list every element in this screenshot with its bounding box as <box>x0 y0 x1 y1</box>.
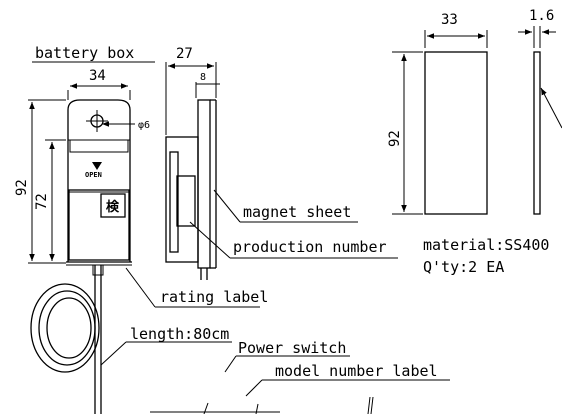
back-plate <box>197 99 211 269</box>
label-material: material:SS400 <box>423 236 549 254</box>
label-magnet-sheet: magnet sheet <box>243 203 351 221</box>
dim-box-width: 34 <box>89 68 106 84</box>
magnet-plate-front <box>424 51 488 215</box>
inspection-mark: 検 <box>106 199 120 215</box>
cable-coil <box>46 297 92 359</box>
battery-box-title: battery box <box>35 44 134 62</box>
box-outline <box>67 99 131 262</box>
dim-side-depth: 27 <box>176 46 193 62</box>
label-power-switch: Power switch <box>238 339 346 357</box>
side-recess <box>169 151 179 253</box>
box-body-side <box>165 136 199 263</box>
dim-box-height-total: 92 <box>14 179 30 196</box>
plate-leader <box>540 87 562 129</box>
next-part-fragment <box>367 396 374 414</box>
magnet-plate-view: 33 92 1.6 material:SS400 Q'ty:2 EA <box>387 8 562 276</box>
label-length: length:80cm <box>130 325 229 343</box>
cable-bushing <box>92 264 104 276</box>
battery-box-side-view: 27 8 <box>165 46 220 280</box>
callouts: magnet sheet production number rating la… <box>100 189 450 414</box>
dim-plate-thickness: 1.6 <box>529 8 554 24</box>
label-qty: Q'ty:2 EA <box>423 258 504 276</box>
next-leader <box>255 403 259 414</box>
leader-magnet <box>213 189 241 223</box>
dim-box-height-inner: 72 <box>34 193 50 210</box>
dim-plate-width: 33 <box>441 12 458 28</box>
production-number-plate <box>176 175 196 227</box>
leader-rating <box>125 267 156 308</box>
battery-compartment <box>68 189 130 261</box>
label-rating-label: rating label <box>160 288 268 306</box>
leader-production <box>189 221 231 259</box>
lid-clip <box>69 140 129 153</box>
dim-plate-height: 92 <box>387 130 403 147</box>
open-text: OPEN <box>85 171 102 179</box>
leader-length <box>100 341 127 366</box>
cable-coil <box>30 283 100 373</box>
cable-coil <box>38 290 96 366</box>
inspection-stamp <box>100 193 126 218</box>
magnet-plate-side <box>533 51 541 215</box>
label-production-number: production number <box>233 238 387 256</box>
label-model-number: model number label <box>275 362 438 380</box>
next-leader <box>203 402 209 414</box>
leader-model <box>245 379 263 397</box>
leader-power <box>224 355 237 373</box>
battery-box-front-view: battery box 34 φ6 OPEN 検 92 <box>14 44 155 414</box>
dim-side-plate: 8 <box>200 72 206 83</box>
dim-hole-diameter: φ6 <box>138 120 150 131</box>
open-arrow-icon <box>92 162 102 170</box>
